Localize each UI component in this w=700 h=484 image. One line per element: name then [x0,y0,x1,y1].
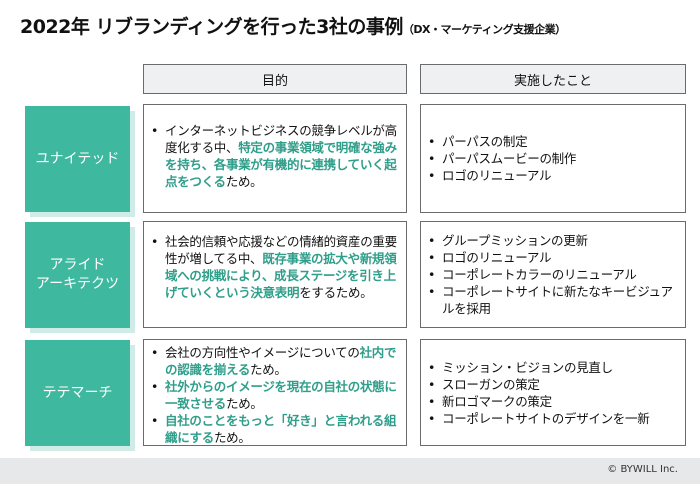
title-main: 2022年 リブランディングを行った3社の事例 [20,16,403,38]
purpose-list: 社会的信頼や応援などの情緒的資産の重要性が増してる中、既存事業の拡大や新規領域へ… [151,233,398,301]
action-item: コーポレートサイトのデザインを一新 [428,410,679,427]
action-item: パーパスムービーの制作 [428,150,679,167]
footer-band [0,458,700,484]
highlight-text: 既存事業の拡大や新規領域への挑戦により、成長ステージを引き上げていくという決意表… [165,251,397,300]
action-item: パーパスの制定 [428,133,679,150]
actions-box-allied-architects: グループミッションの更新ロゴのリニューアルコーポレートカラーのリニューアルコーポ… [420,221,686,328]
purpose-text: ため。 [225,174,263,189]
action-item: 新ロゴマークの策定 [428,393,679,410]
action-item: コーポレートカラーのリニューアル [428,266,679,283]
purpose-list: インターネットビジネスの競争レベルが高度化する中、特定の事業領域で明確な強みを持… [151,122,398,190]
actions-list: パーパスの制定パーパスムービーの制作ロゴのリニューアル [428,133,679,184]
action-item: コーポレートサイトに新たなキービジュアルを採用 [428,283,679,317]
actions-list: ミッション・ビジョンの見直しスローガンの策定新ロゴマークの策定コーポレートサイト… [428,359,679,427]
page-title: 2022年 リブランディングを行った3社の事例（DX・マーケティング支援企業） [20,12,690,39]
action-item: グループミッションの更新 [428,232,679,249]
purpose-item: インターネットビジネスの競争レベルが高度化する中、特定の事業領域で明確な強みを持… [151,122,398,190]
highlight-text: 特定の事業領域で明確な強みを持ち、各事業が有機的に連携していく起点をつくる [165,140,397,189]
purpose-box-united: インターネットビジネスの競争レベルが高度化する中、特定の事業領域で明確な強みを持… [143,104,407,213]
company-name: アライドアーキテクツ [35,257,120,292]
purpose-item: 社会的信頼や応援などの情緒的資産の重要性が増してる中、既存事業の拡大や新規領域へ… [151,233,398,301]
highlight-text: 社内での認識を揃える [165,345,397,377]
highlight-text: 自社のことをもっと「好き」と言われる組織にする [165,413,397,445]
purpose-box-allied-architects: 社会的信頼や応援などの情緒的資産の重要性が増してる中、既存事業の拡大や新規領域へ… [143,221,407,328]
action-item: ロゴのリニューアル [428,167,679,184]
actions-list: グループミッションの更新ロゴのリニューアルコーポレートカラーのリニューアルコーポ… [428,232,679,317]
action-item: スローガンの策定 [428,376,679,393]
company-label-united: ユナイテッド [25,106,130,212]
purpose-text: 社会的信頼や応援などの情緒的資産の重要性が増してる中、 [165,234,397,266]
action-item: ロゴのリニューアル [428,249,679,266]
purpose-text: をするため。 [299,285,373,300]
purpose-item: 社外からのイメージを現在の自社の状態に一致させるため。 [151,378,398,412]
purpose-list: 会社の方向性やイメージについての社内での認識を揃えるため。社外からのイメージを現… [151,344,398,446]
purpose-text: ため。 [250,362,287,377]
action-item: ミッション・ビジョンの見直し [428,359,679,376]
actions-box-tetemarch: ミッション・ビジョンの見直しスローガンの策定新ロゴマークの策定コーポレートサイト… [420,339,686,446]
purpose-text: 会社の方向性やイメージについての [165,345,360,360]
purpose-item: 自社のことをもっと「好き」と言われる組織にするため。 [151,412,398,446]
purpose-text: ため。 [226,396,263,411]
header-actions: 実施したこと [420,64,686,94]
company-label-allied-architects: アライドアーキテクツ [25,222,130,328]
purpose-item: 会社の方向性やイメージについての社内での認識を揃えるため。 [151,344,398,378]
purpose-text: インターネットビジネスの競争レベルが高度化する中、 [165,123,397,155]
highlight-text: 社外からのイメージを現在の自社の状態に一致させる [165,379,397,411]
header-purpose: 目的 [143,64,407,94]
copyright: © BYWILL Inc. [607,464,678,475]
company-name: テテマーチ [42,384,113,401]
company-name: ユナイテッド [35,150,120,167]
title-sub: （DX・マーケティング支援企業） [402,23,566,36]
company-label-tetemarch: テテマーチ [25,340,130,446]
actions-box-united: パーパスの制定パーパスムービーの制作ロゴのリニューアル [420,104,686,213]
purpose-box-tetemarch: 会社の方向性やイメージについての社内での認識を揃えるため。社外からのイメージを現… [143,339,407,446]
purpose-text: ため。 [213,430,251,445]
